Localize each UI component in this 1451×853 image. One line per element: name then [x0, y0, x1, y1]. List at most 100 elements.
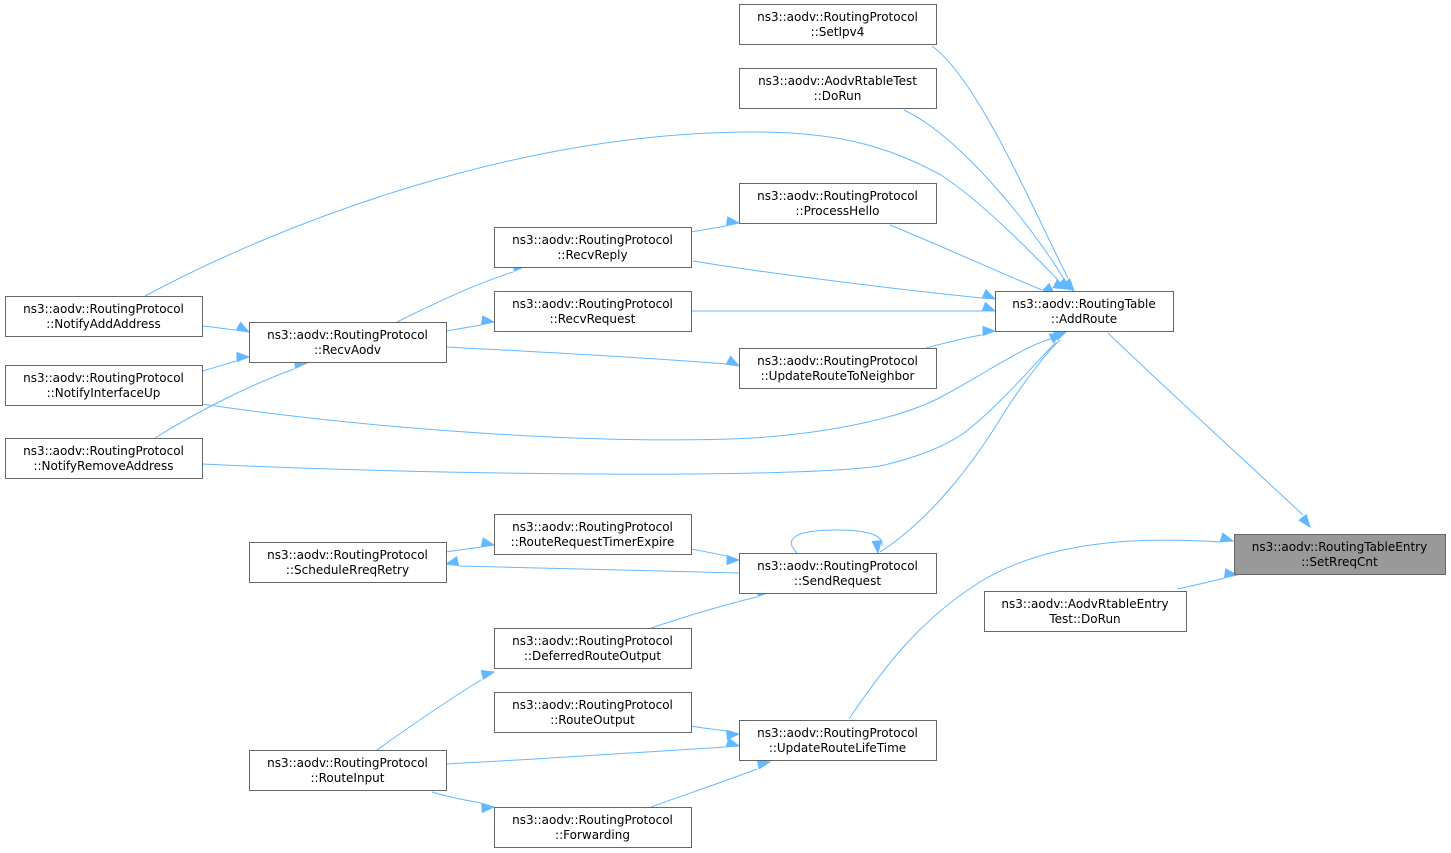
- edge-routeinput-to-forwarding: [431, 791, 496, 814]
- edge-forwarding-to-updateroutelifetime: [650, 759, 772, 808]
- node-label-line: ::RouteOutput: [550, 713, 635, 727]
- node-forwarding[interactable]: ns3::aodv::RoutingProtocol::Forwarding: [494, 807, 692, 848]
- node-deferredrouteoutput[interactable]: ns3::aodv::RoutingProtocol::DeferredRout…: [494, 628, 692, 669]
- node-addroute[interactable]: ns3::aodv::RoutingTable::AddRoute: [995, 291, 1174, 332]
- node-notifyremoveaddress[interactable]: ns3::aodv::RoutingProtocol::NotifyRemove…: [5, 438, 203, 479]
- node-notifyaddaddress[interactable]: ns3::aodv::RoutingProtocol::NotifyAddAdd…: [5, 296, 203, 337]
- node-box: [494, 628, 692, 669]
- node-processhello[interactable]: ns3::aodv::RoutingProtocol::ProcessHello: [739, 183, 937, 224]
- node-box: [5, 296, 203, 337]
- node-label-line: ::RecvReply: [557, 248, 627, 262]
- edge-line: [650, 596, 758, 629]
- node-label-line: ns3::aodv::RoutingProtocol: [757, 726, 918, 740]
- edge-line: [1176, 577, 1226, 590]
- node-label-line: ns3::aodv::RoutingTable: [1012, 297, 1155, 311]
- edge-line: [445, 324, 482, 332]
- edge-line: [925, 334, 983, 349]
- node-box: [5, 438, 203, 479]
- node-label-line: ns3::aodv::RoutingProtocol: [23, 302, 184, 316]
- node-label-line: ::UpdateRouteToNeighbor: [761, 369, 915, 383]
- edge-sendrequest-to-addroute: [879, 330, 1069, 553]
- node-routeinput[interactable]: ns3::aodv::RoutingProtocol::RouteInput: [249, 750, 447, 791]
- node-label-line: ns3::aodv::RoutingProtocol: [757, 10, 918, 24]
- edge-line: [1107, 332, 1304, 516]
- edge-arrowhead: [756, 759, 772, 770]
- edge-line: [879, 339, 1061, 553]
- node-box: [739, 720, 937, 761]
- node-box: [1234, 534, 1446, 575]
- node-box: [739, 4, 937, 45]
- node-setipv4[interactable]: ns3::aodv::RoutingProtocol::SetIpv4: [739, 4, 937, 45]
- edge-line: [889, 224, 1043, 291]
- edge-arrowhead: [726, 729, 741, 741]
- edge-setipv4-to-addroute: [931, 45, 1075, 293]
- node-routerequesttimerexpire[interactable]: ns3::aodv::RoutingProtocol::RouteRequest…: [494, 514, 692, 555]
- node-box: [494, 692, 692, 733]
- node-schedulerreqretry[interactable]: ns3::aodv::RoutingProtocol::ScheduleRreq…: [249, 542, 447, 583]
- node-setrreq[interactable]: ns3::aodv::RoutingTableEntry::SetRreqCnt: [1234, 534, 1446, 575]
- edge-processhello-to-addroute: [889, 224, 1057, 296]
- node-label-line: ns3::aodv::RoutingProtocol: [512, 297, 673, 311]
- node-label-line: ::RouteInput: [311, 771, 385, 785]
- edge-arrowhead: [480, 315, 496, 326]
- node-label-line: ns3::aodv::RoutingProtocol: [512, 520, 673, 534]
- node-box: [249, 750, 447, 791]
- edge-line: [931, 45, 1069, 279]
- node-label-line: ::NotifyInterfaceUp: [47, 386, 161, 400]
- node-box: [5, 365, 203, 406]
- edge-notifyaddaddress-to-recvaodv: [201, 321, 251, 333]
- node-label-line: ns3::aodv::RoutingProtocol: [512, 634, 673, 648]
- node-label-line: ::NotifyRemoveAddress: [33, 459, 173, 473]
- edge-line: [201, 325, 237, 331]
- node-label-line: ns3::aodv::RoutingProtocol: [267, 328, 428, 342]
- node-routeoutput[interactable]: ns3::aodv::RoutingProtocol::RouteOutput: [494, 692, 692, 733]
- node-label-line: ns3::aodv::AodvRtableTest: [758, 74, 917, 88]
- node-notifyinterfaceup[interactable]: ns3::aodv::RoutingProtocol::NotifyInterf…: [5, 365, 203, 406]
- node-label-line: ::AddRoute: [1051, 312, 1117, 326]
- edge-arrowhead: [725, 216, 741, 227]
- node-box: [739, 183, 937, 224]
- edge-arrowhead: [725, 737, 741, 748]
- node-label-line: Test::DoRun: [1048, 612, 1120, 626]
- node-box: [739, 553, 937, 594]
- node-updateroutetoneighbor[interactable]: ns3::aodv::RoutingProtocol::UpdateRouteT…: [739, 348, 937, 389]
- edge-sendrequest-to-sendrequest: [791, 529, 883, 555]
- node-recvaodv[interactable]: ns3::aodv::RoutingProtocol::RecvAodv: [249, 322, 447, 363]
- edge-recvreply-to-addroute: [692, 260, 997, 300]
- node-label-line: ::DoRun: [814, 89, 862, 103]
- edge-schedulerreqretry-to-routerequesttimerexpire: [445, 537, 496, 553]
- node-label-line: ::ProcessHello: [795, 204, 879, 218]
- edge-arrowhead: [480, 537, 496, 548]
- call-graph-edges: [144, 45, 1311, 814]
- node-label-line: ns3::aodv::RoutingProtocol: [757, 354, 918, 368]
- node-box: [494, 227, 692, 268]
- edge-line: [650, 768, 758, 808]
- edge-line: [376, 679, 482, 751]
- node-aodvrtabletest[interactable]: ns3::aodv::AodvRtableTest::DoRun: [739, 68, 937, 109]
- node-label-line: ns3::aodv::RoutingProtocol: [757, 559, 918, 573]
- node-label-line: ns3::aodv::RoutingProtocol: [512, 813, 673, 827]
- node-label-line: ns3::aodv::RoutingProtocol: [512, 698, 673, 712]
- edge-recvaodv-to-updateroutetoneighbor: [445, 346, 741, 367]
- node-label-line: ::RecvRequest: [550, 312, 636, 326]
- node-sendrequest[interactable]: ns3::aodv::RoutingProtocol::SendRequest: [739, 553, 937, 594]
- edge-updateroutelifetime-to-setrreq: [848, 532, 1235, 720]
- node-recvrequest[interactable]: ns3::aodv::RoutingProtocol::RecvRequest: [494, 291, 692, 332]
- node-recvreply[interactable]: ns3::aodv::RoutingProtocol::RecvReply: [494, 227, 692, 268]
- edge-line: [445, 746, 727, 765]
- node-box: [739, 68, 937, 109]
- edge-aodvrtableentrytest-to-setrreq: [1176, 568, 1239, 590]
- edge-arrowhead: [982, 325, 997, 337]
- edge-line: [690, 548, 727, 557]
- node-label-line: ns3::aodv::RoutingProtocol: [512, 233, 673, 247]
- edge-line: [144, 131, 1059, 297]
- node-updateroutelifetime[interactable]: ns3::aodv::RoutingProtocol::UpdateRouteL…: [739, 720, 937, 761]
- edge-arrowhead: [1298, 513, 1311, 529]
- node-box: [995, 291, 1174, 332]
- node-label-line: ns3::aodv::RoutingProtocol: [267, 548, 428, 562]
- edge-line: [791, 529, 883, 554]
- edge-arrowhead: [236, 351, 251, 363]
- node-label-line: ::Forwarding: [555, 828, 630, 842]
